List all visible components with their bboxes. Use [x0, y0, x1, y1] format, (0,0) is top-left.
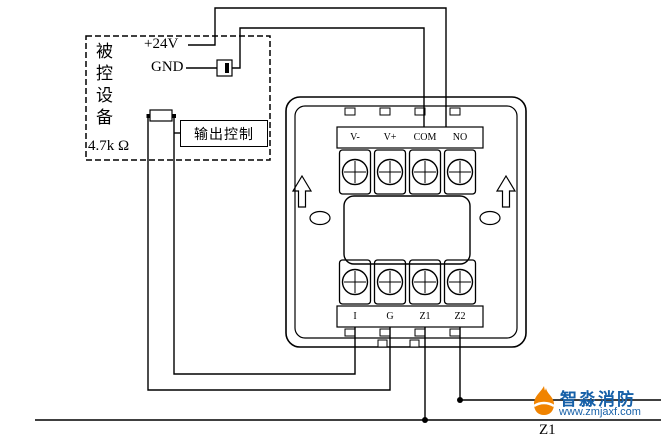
- terminal-label-v-plus: V+: [383, 132, 397, 143]
- controlled-device-label: 被控设备: [93, 42, 112, 130]
- controlled-device-outline: [85, 35, 271, 161]
- wire-tap-right: [172, 114, 176, 118]
- bus-z1-label: Z1: [539, 422, 556, 438]
- brand-flame-icon: [533, 386, 555, 415]
- wire-24v: [188, 7, 447, 127]
- up-arrow-right-icon: [495, 174, 517, 208]
- terminal-label-g: G: [386, 311, 394, 322]
- up-arrow-left-icon: [291, 174, 313, 208]
- wire-gnd-b: [232, 27, 425, 127]
- watermark-url: www.zmjaxf.com: [559, 406, 641, 418]
- connector-symbol: [216, 59, 233, 77]
- resistor-value-label: 4.7k Ω: [88, 138, 130, 154]
- watermark-brand: 智淼消防: [560, 390, 636, 409]
- center-window: [343, 195, 471, 265]
- power-24v-label: +24V: [144, 36, 179, 52]
- terminal-label-no: NO: [452, 132, 468, 143]
- connector-pin: [225, 63, 229, 73]
- wire-tap-left: [146, 114, 151, 118]
- wire-feedback-2: [173, 116, 356, 375]
- output-control-box: 输出控制: [180, 120, 268, 147]
- mount-slot-left: [309, 210, 331, 226]
- terminal-label-v-minus: V-: [350, 132, 360, 143]
- wire-feedback-1: [147, 116, 391, 391]
- terminal-label-z1: Z1: [419, 311, 431, 322]
- terminal-label-i: I: [353, 311, 357, 322]
- resistor-symbol: [149, 109, 173, 122]
- wires: [35, 7, 661, 421]
- terminal-label-com: COM: [413, 132, 437, 143]
- terminal-screws: [341, 158, 474, 296]
- junction-dot-z1: [422, 417, 428, 423]
- ground-label: GND: [151, 59, 184, 75]
- mount-slot-right: [479, 210, 501, 226]
- terminal-label-z2: Z2: [454, 311, 466, 322]
- module-face-marks: [291, 174, 517, 265]
- junction-dot-z2: [457, 397, 463, 403]
